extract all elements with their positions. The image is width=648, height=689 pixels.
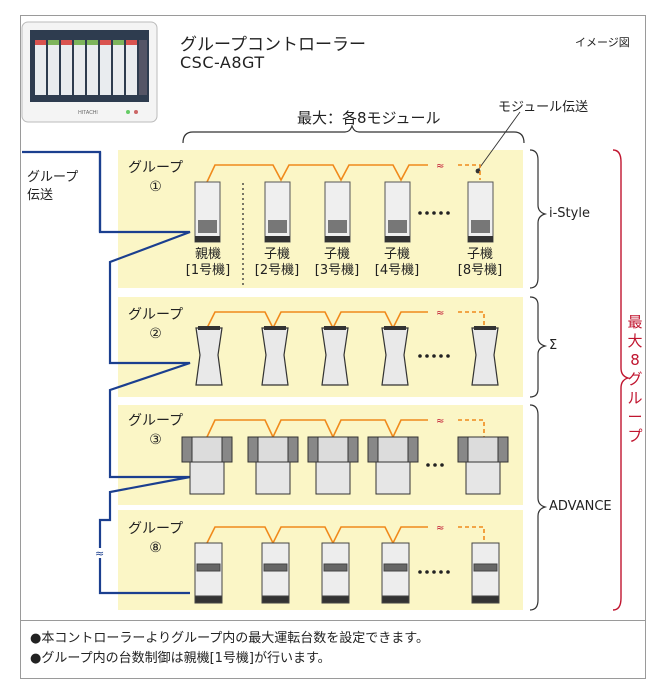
controller-title: グループコントローラー (180, 35, 366, 55)
group8-units (194, 542, 500, 604)
controller-device: HITACHI (21, 21, 158, 123)
group-transmission-label: グループ 伝送 (27, 170, 79, 203)
group-transmission-line (22, 150, 191, 595)
module-transmission-pointer (477, 111, 521, 171)
sigma-unit-frames (198, 326, 496, 330)
series-label-sigma: Σ (549, 338, 558, 353)
notes-box: ●本コントローラーよりグループ内の最大運転台数を設定できます。 ●グループ内の台… (20, 620, 646, 679)
svg-text:≈: ≈ (436, 308, 444, 319)
unit-label-3: 子機[3号機] (314, 247, 360, 278)
module-lines (206, 164, 485, 545)
group-panel-1 (118, 150, 523, 288)
svg-text:HITACHI: HITACHI (78, 110, 98, 116)
image-note: イメージ図 (575, 36, 630, 49)
module-transmission-label: モジュール伝送 (498, 100, 589, 115)
max-group-brace (612, 149, 631, 611)
controller-model: CSC-A8GT (180, 53, 265, 72)
unit-label-1: 親機[1号機] (185, 247, 231, 278)
line-break-marks: ≈ ≈ ≈ ≈ (436, 161, 444, 534)
group-panel-2 (118, 297, 523, 397)
advance-units (181, 436, 509, 495)
series-label-advance: ADVANCE (549, 499, 612, 514)
svg-text:≈: ≈ (436, 416, 444, 427)
max-modules-label: 最大：各8モジュール (297, 109, 441, 127)
svg-text:≈: ≈ (436, 523, 444, 534)
unit-label-2: 子機[2号機] (254, 247, 300, 278)
svg-text:≈: ≈ (436, 161, 444, 172)
right-braces (529, 149, 548, 611)
unit-label-4: 子機[4号機] (374, 247, 420, 278)
wave-break: ≈ (95, 547, 104, 560)
max-groups-label: 最 大 8 グ ル ー プ (627, 313, 643, 445)
note-1: ●本コントローラーよりグループ内の最大運転台数を設定できます。 (30, 631, 430, 646)
sigma-units (195, 327, 499, 386)
top-brace (182, 124, 525, 144)
unit-label-8: 子機[8号機] (457, 247, 503, 278)
series-label-istyle: i-Style (549, 206, 590, 221)
note-2: ●グループ内の台数制御は親機[1号機]が行います。 (30, 651, 331, 666)
istyle-units (194, 181, 494, 243)
ellipsis-dots (418, 211, 450, 574)
